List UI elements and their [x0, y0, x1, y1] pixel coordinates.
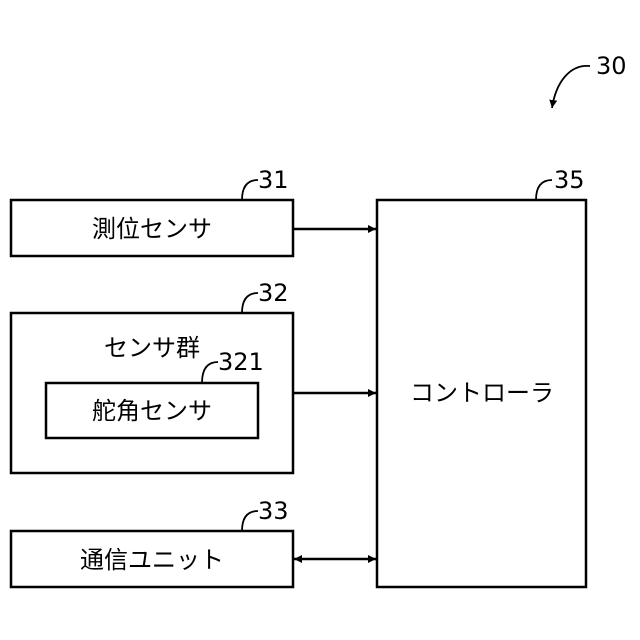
controller-label: コントローラ — [410, 379, 554, 407]
positioning-sensor-ref: 31 — [258, 166, 289, 194]
controller-ref-leader — [536, 180, 552, 200]
sensor-group-ref-leader — [242, 293, 258, 313]
figure-ref-number: 30 — [596, 52, 627, 80]
communication-unit-ref-leader — [242, 511, 258, 531]
communication-unit-ref: 33 — [258, 497, 289, 525]
sensor-group-ref: 32 — [258, 279, 289, 307]
rudder-angle-sensor-ref: 321 — [218, 348, 264, 376]
positioning-sensor-ref-leader — [242, 180, 258, 200]
communication-unit-label: 通信ユニット — [80, 546, 224, 574]
figure-ref-arrow — [552, 66, 590, 108]
rudder-angle-sensor-label: 舵角センサ — [92, 397, 212, 425]
controller-ref: 35 — [554, 166, 585, 194]
sensor-group-label: センサ群 — [104, 334, 200, 362]
positioning-sensor-label: 測位センサ — [92, 215, 212, 243]
